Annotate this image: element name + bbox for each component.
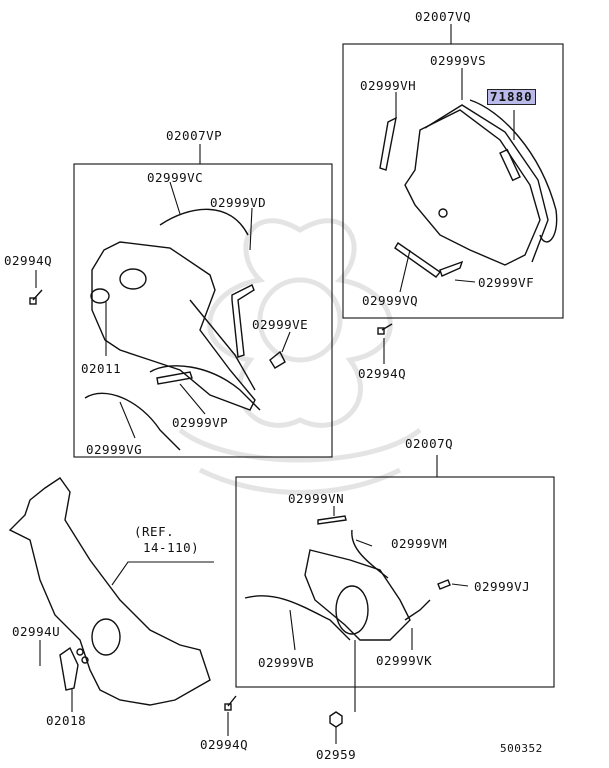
part-label-02999VP: 02999VP — [172, 415, 229, 430]
upper-cover-part — [379, 99, 558, 278]
part-label-02994Q-lower: 02994Q — [200, 737, 249, 752]
diagram-number: 500352 — [500, 742, 543, 755]
part-label-02999VD: 02999VD — [210, 195, 267, 210]
watermark-emblem — [178, 218, 422, 495]
part-label-02959: 02959 — [316, 747, 357, 762]
group-label-02007VP: 02007VP — [166, 128, 223, 143]
part-label-02999VC: 02999VC — [147, 170, 204, 185]
lower-cover-part — [84, 208, 286, 451]
part-label-02999VK: 02999VK — [376, 653, 433, 668]
group-box-02007Q — [235, 476, 555, 688]
nut-02959 — [329, 711, 343, 728]
part-label-02999VH: 02999VH — [360, 78, 417, 93]
group-box-02007VQ — [342, 43, 564, 319]
part-label-02999VS: 02999VS — [430, 53, 487, 68]
bolt-02994Q-left — [29, 289, 43, 305]
ref-label-line2: 14-110) — [143, 540, 200, 555]
part-label-02999VB: 02999VB — [258, 655, 315, 670]
part-label-02011: 02011 — [81, 361, 122, 376]
part-label-02999VQ: 02999VQ — [362, 293, 419, 308]
group-label-02007Q: 02007Q — [405, 436, 454, 451]
part-label-02994Q-left: 02994Q — [4, 253, 53, 268]
part-label-02999VJ: 02999VJ — [474, 579, 531, 594]
part-label-02994Q-upper: 02994Q — [358, 366, 407, 381]
part-label-71880-highlighted[interactable]: 71880 — [487, 89, 536, 105]
ref-label-line1: (REF. — [134, 524, 175, 539]
part-label-02999VF: 02999VF — [478, 275, 535, 290]
part-label-02999VG: 02999VG — [86, 442, 143, 457]
part-label-02999VM: 02999VM — [391, 536, 448, 551]
part-label-02018: 02018 — [46, 713, 87, 728]
engine-block-outline — [8, 477, 211, 706]
group-box-02007VP — [73, 163, 333, 458]
rear-cover-part — [244, 515, 451, 641]
part-label-02994U: 02994U — [12, 624, 61, 639]
part-label-02999VE: 02999VE — [252, 317, 309, 332]
group-label-02007VQ: 02007VQ — [415, 9, 472, 24]
bolt-02994Q-upper — [377, 323, 393, 335]
bolt-02994Q-lower — [224, 695, 237, 711]
part-label-02999VN: 02999VN — [288, 491, 345, 506]
